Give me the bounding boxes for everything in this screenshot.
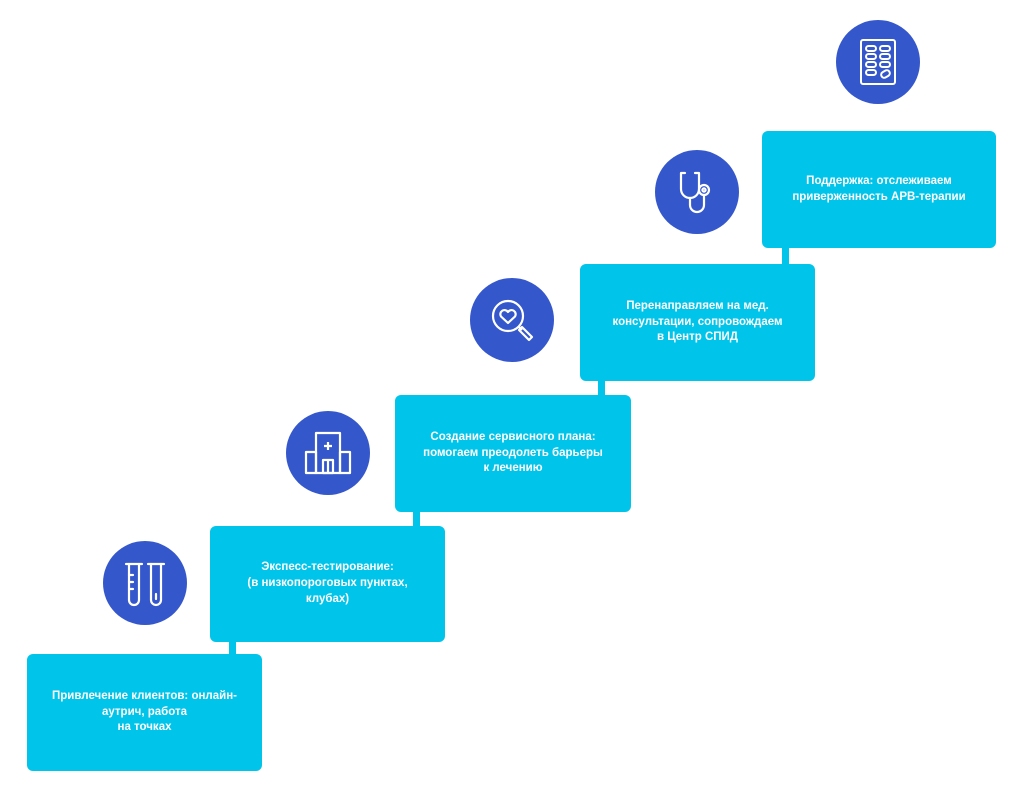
pill-blister-icon [860,39,896,85]
step-box-3: Создание сервисного плана: помогаем прео… [395,395,631,512]
icon-circle-5 [836,20,920,104]
step-box-2: Экспесс-тестирование: (в низкопороговых … [210,526,445,642]
step-text-2: Экспесс-тестирование: (в низкопороговых … [247,561,408,605]
step-text-5: Поддержка: отслеживаем приверженность АР… [792,174,966,203]
test-tubes-icon [124,562,166,607]
icon-circle-4 [655,150,739,234]
icon-circle-3 [470,278,554,362]
step-box-4: Перенаправляем на мед. консультации, соп… [580,264,815,381]
step-text-4: Перенаправляем на мед. консультации, соп… [612,299,783,344]
step-box-1: Привлечение клиентов: онлайн- аутрич, ра… [27,654,262,771]
connector-2-3 [413,510,420,528]
heart-magnifier-icon [491,299,534,342]
step-text-3: Создание сервисного плана: помогаем прео… [423,430,603,475]
step-box-5: Поддержка: отслеживаем приверженность АР… [762,131,996,248]
stethoscope-icon [679,171,711,214]
connector-3-4 [598,379,605,397]
step-text-1: Привлечение клиентов: онлайн- аутрич, ра… [52,689,237,734]
icon-circle-2 [286,411,370,495]
connector-4-5 [782,246,789,266]
connector-1-2 [229,640,236,656]
icon-circle-1 [103,541,187,625]
hospital-building-icon [304,431,352,475]
